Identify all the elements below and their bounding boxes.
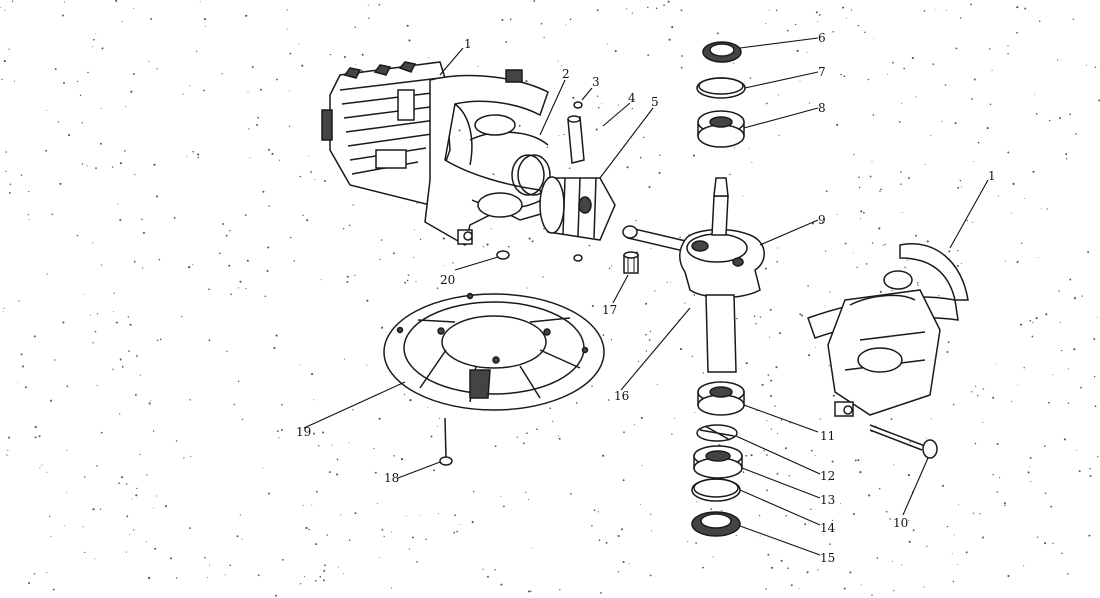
callout-19: 19	[296, 425, 311, 439]
screw-part	[439, 417, 453, 466]
callout-6: 6	[818, 31, 826, 45]
callout-10: 10	[893, 516, 908, 530]
wrist-pin-clip-part	[573, 101, 583, 109]
callout-1a: 1	[464, 37, 472, 51]
callout-1b: 1	[988, 169, 996, 183]
lower-bearing-part	[697, 381, 745, 416]
right-crankcase-part	[807, 243, 969, 417]
bearing-retainer-part	[696, 424, 738, 442]
callout-9: 9	[818, 213, 826, 227]
callout-15: 15	[820, 551, 835, 565]
callout-8: 8	[818, 101, 826, 115]
leader-lines	[303, 37, 989, 556]
lower-seal-part	[691, 511, 741, 537]
callout-16: 16	[614, 389, 629, 403]
wrist-pin-part	[567, 115, 585, 164]
callout-7: 7	[818, 65, 826, 79]
lower-seal-housing-part	[693, 445, 743, 479]
lower-ring-part	[691, 478, 741, 502]
piston-part	[539, 176, 616, 241]
top-ring-part	[696, 77, 746, 99]
needle-bearing-part	[623, 251, 639, 274]
callout-17: 17	[602, 303, 617, 317]
top-bearing-part	[697, 110, 745, 148]
cylinder-crankcase-part	[321, 61, 549, 247]
dowel-pin-part	[496, 250, 510, 260]
callout-14: 14	[820, 521, 836, 535]
callout-13: 13	[820, 493, 835, 507]
callout-3: 3	[592, 75, 600, 89]
bolt-part	[869, 424, 938, 459]
crankshaft-assembly-part	[622, 177, 765, 373]
callout-labels: 1 1 2 3 4 5 6 7 8 9 10 11 12 13 14 15 16…	[296, 31, 996, 565]
callout-5: 5	[651, 95, 659, 109]
callout-4: 4	[628, 91, 636, 105]
lower-clip-part	[573, 254, 583, 262]
top-seal-part	[702, 41, 742, 63]
callout-12: 12	[820, 469, 835, 483]
callout-11: 11	[820, 429, 835, 443]
callout-18: 18	[384, 471, 399, 485]
base-plate-part	[383, 292, 605, 411]
callout-2: 2	[562, 67, 570, 81]
callout-20: 20	[440, 273, 455, 287]
piston-ring-part	[511, 154, 551, 196]
